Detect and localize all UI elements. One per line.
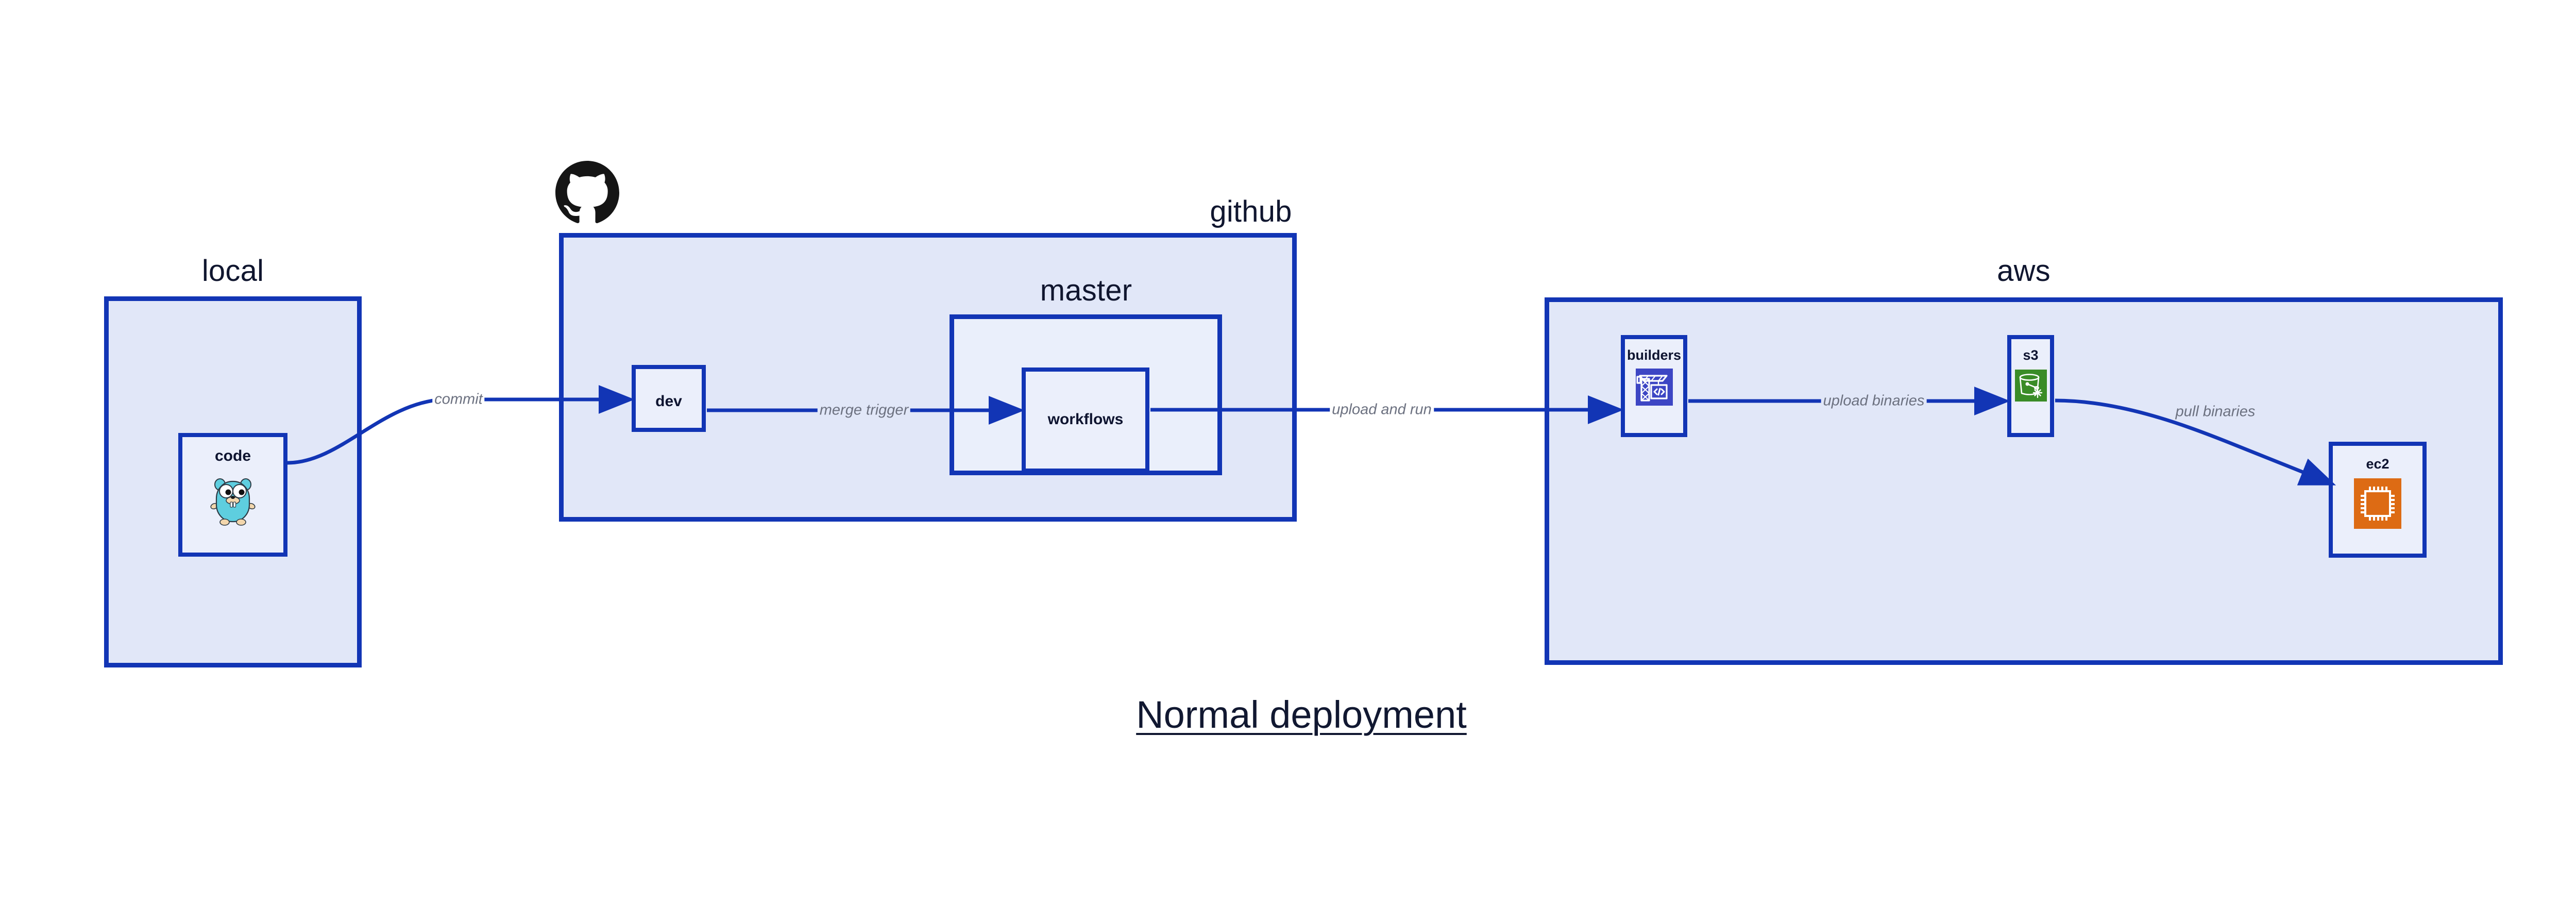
go-gopher-icon — [209, 472, 257, 528]
edge-label-upload-binaries: upload binaries — [1821, 393, 1927, 409]
edge-label-pull-binaries: pull binaries — [2173, 404, 2258, 420]
node-code[interactable]: code — [178, 433, 287, 557]
node-label-s3: s3 — [2023, 347, 2039, 363]
node-dev[interactable]: dev — [632, 365, 706, 432]
crane-code-icon — [1635, 369, 1673, 408]
node-label-code: code — [214, 447, 251, 464]
group-label-aws: aws — [1997, 254, 2050, 288]
group-label-github: github — [1210, 195, 1292, 228]
node-s3[interactable]: s3 — [2007, 335, 2054, 437]
group-label-local: local — [201, 254, 264, 288]
node-ec2[interactable]: ec2 — [2329, 442, 2427, 558]
s3-bucket-icon — [2014, 370, 2047, 404]
diagram-title: Normal deployment — [1136, 693, 1467, 736]
node-label-dev: dev — [655, 393, 682, 410]
node-label-ec2: ec2 — [2366, 456, 2389, 472]
edge-label-upload-and-run: upload and run — [1330, 402, 1434, 417]
node-label-workflows: workflows — [1047, 411, 1124, 428]
cpu-chip-icon — [2354, 478, 2401, 531]
node-label-builders: builders — [1626, 347, 1682, 363]
edge-label-commit: commit — [432, 392, 485, 407]
group-label-master: master — [1040, 274, 1132, 307]
edge-label-merge-trigger: merge trigger — [817, 403, 911, 418]
node-builders[interactable]: builders — [1621, 335, 1687, 437]
node-workflows[interactable]: workflows — [1022, 368, 1149, 473]
github-octocat-icon — [555, 161, 619, 225]
